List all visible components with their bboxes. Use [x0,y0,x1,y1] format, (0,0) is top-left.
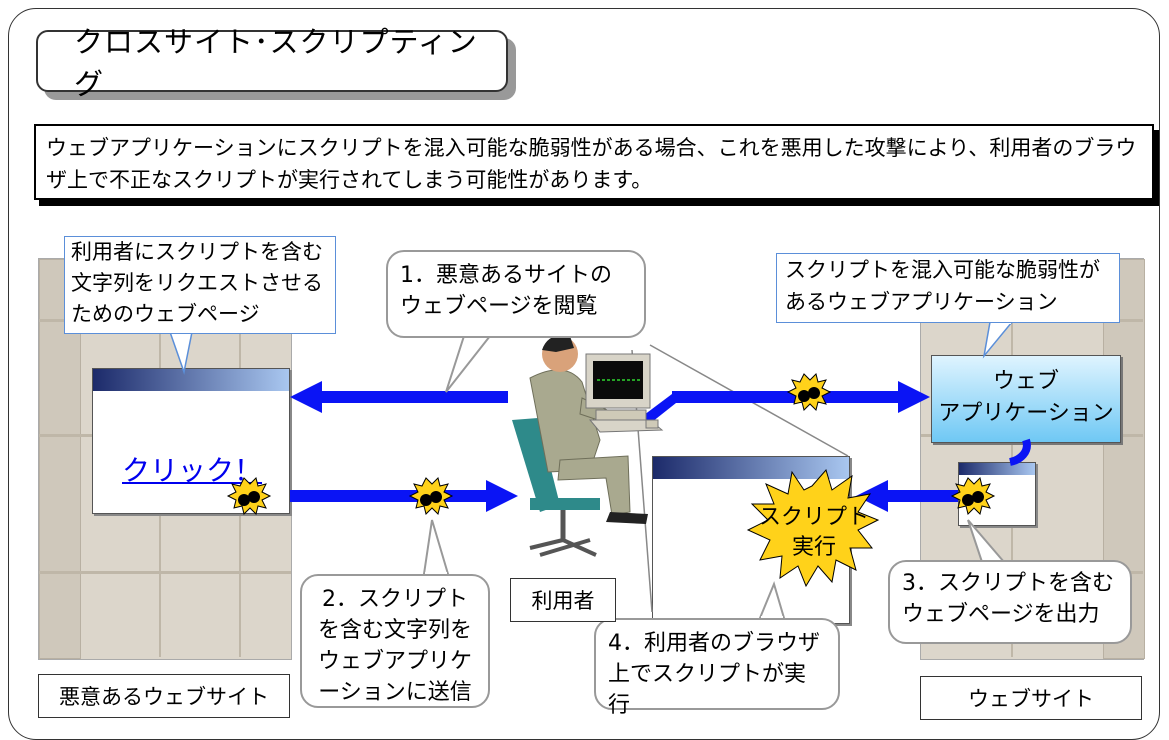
callout-tail [445,335,493,393]
step3-callout: 3．スクリプトを含むウェブページを出力 [888,560,1132,644]
user-label: 利用者 [510,578,616,622]
step4-callout: 4．利用者のブラウザ上でスクリプトが実行 [594,618,840,718]
arrow-head-left [290,381,322,413]
callout-tail [982,321,1014,359]
window-titlebar [653,457,849,479]
website-label: ウェブサイト [920,676,1142,720]
window-titlebar [93,369,289,391]
malicious-site-label: 悪意あるウェブサイト [38,674,290,718]
callout-tail [422,519,450,575]
connector [1008,438,1031,466]
script-bug-icon [950,477,996,515]
callout-tail [758,580,786,619]
arrow-head-left [856,480,888,512]
arrow-shaft [290,490,490,502]
page-title: クロスサイト･スクリプティング [36,25,508,101]
arrow-shaft [672,391,902,403]
script-bug-icon [786,373,832,411]
callout-tail [967,519,1007,563]
step2-callout: 2．スクリプトを含む文字列をウェブアプリケーションに送信 [300,574,490,708]
user-figure [512,335,664,557]
vulnerable-app-callout: スクリプトを混入可能な脆弱性があるウェブアプリケーション [776,253,1120,323]
window-titlebar [959,463,1035,475]
script-exec-label: スクリプト 実行 [752,503,876,563]
script-bug-icon [226,477,272,515]
malicious-page-callout: 利用者にスクリプトを含む文字列をリクエストさせるためのウェブページ [64,236,336,334]
script-bug-icon [408,477,454,515]
page-title-text: クロスサイト･スクリプティング [74,25,478,101]
script-exec-line1: スクリプト [758,505,869,530]
arrow-shaft [318,391,508,403]
arrow-shaft [884,490,958,502]
description: ウェブアプリケーションにスクリプトを混入可能な脆弱性がある場合、これを悪用した攻… [34,124,1154,200]
step1-callout: 1．悪意あるサイトのウェブページを閲覧 [386,250,646,338]
web-application-box: ウェブ アプリケーション [931,355,1121,443]
arrow-head-right [486,480,518,512]
web-app-line2: アプリケーション [938,401,1114,426]
callout-tail [168,331,193,375]
script-exec-burst [746,468,880,588]
click-link[interactable]: クリック！ [122,454,263,487]
diagram-graphics [168,320,1031,619]
arrow-bend [640,391,676,422]
script-exec-line2: 実行 [791,535,836,560]
arrow-head-right [898,381,930,413]
web-app-line1: ウェブ [992,369,1059,394]
